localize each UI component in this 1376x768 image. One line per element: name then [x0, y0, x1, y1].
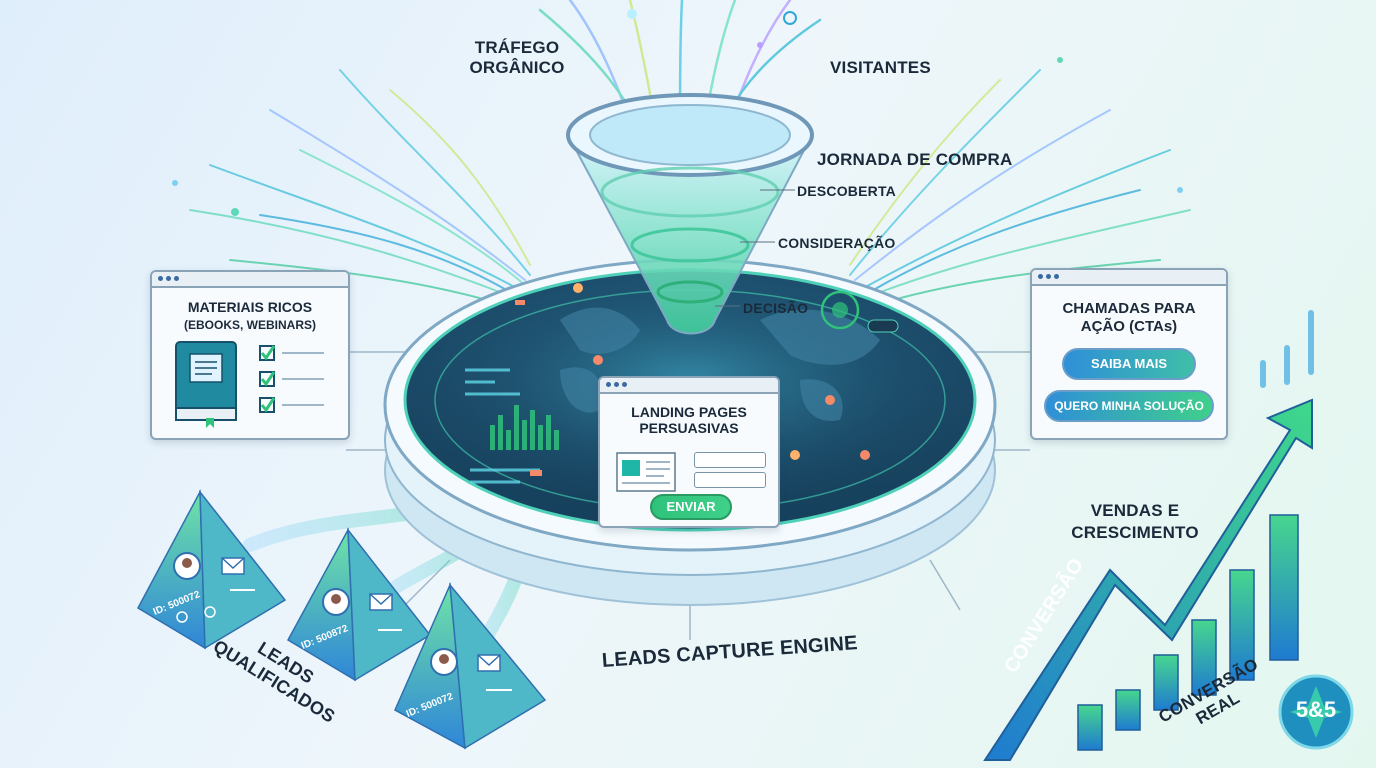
growth-bars	[1077, 310, 1314, 751]
label-descoberta: DESCOBERTA	[797, 183, 896, 199]
form-field-name[interactable]	[694, 452, 766, 468]
sales-funnel	[566, 93, 814, 335]
window-titlebar	[152, 272, 348, 288]
logo-badge	[1278, 674, 1354, 750]
landing-pages-title: LANDING PAGES	[631, 404, 747, 420]
ctas-card: CHAMADAS PARA AÇÃO (CTAs) SAIBA MAIS QUE…	[1030, 268, 1228, 440]
logo-text: 5&5	[1295, 697, 1337, 722]
checklist-icon	[259, 345, 324, 413]
window-titlebar	[600, 378, 778, 394]
label-jornada-de-compra: JORNADA DE COMPRA	[817, 150, 1013, 169]
growth-arrow	[983, 398, 1313, 761]
sparkles	[172, 9, 1183, 216]
funnel-leaders	[715, 189, 795, 307]
enviar-button[interactable]: ENVIAR	[650, 494, 732, 520]
light-streams-right	[849, 69, 1191, 311]
ebook-icon	[175, 341, 237, 428]
materiais-ricos-subtitle: (EBOOKS, WEBINARS)	[184, 318, 316, 332]
window-titlebar	[1032, 270, 1226, 286]
ctas-title: CHAMADAS PARA	[1062, 300, 1196, 317]
label-consideracao: CONSIDERAÇÃO	[778, 235, 896, 251]
label-trafego-organico: TRÁFEGO ORGÂNICO	[469, 38, 565, 77]
page-thumbnail-icon	[616, 452, 676, 492]
quero-minha-solucao-button[interactable]: QUERO MINHA SOLUÇÃO	[1044, 390, 1214, 422]
label-visitantes: VISITANTES	[830, 58, 931, 77]
landing-pages-card: LANDING PAGES PERSUASIVAS ENVIAR	[598, 376, 780, 528]
label-vendas-e-crescimento: VENDAS E CRESCIMENTO	[1071, 501, 1199, 542]
form-field-email[interactable]	[694, 472, 766, 488]
saiba-mais-button[interactable]: SAIBA MAIS	[1062, 348, 1196, 380]
materiais-ricos-title: MATERIAIS RICOS	[187, 299, 313, 315]
landing-pages-subtitle: PERSUASIVAS	[639, 420, 739, 436]
materiais-ricos-card: MATERIAIS RICOS (EBOOKS, WEBINARS)	[150, 270, 350, 440]
lead-pyramids	[137, 489, 547, 750]
label-decisao: DECISÃO	[743, 300, 809, 316]
ctas-subtitle: AÇÃO (CTAs)	[1080, 318, 1178, 335]
